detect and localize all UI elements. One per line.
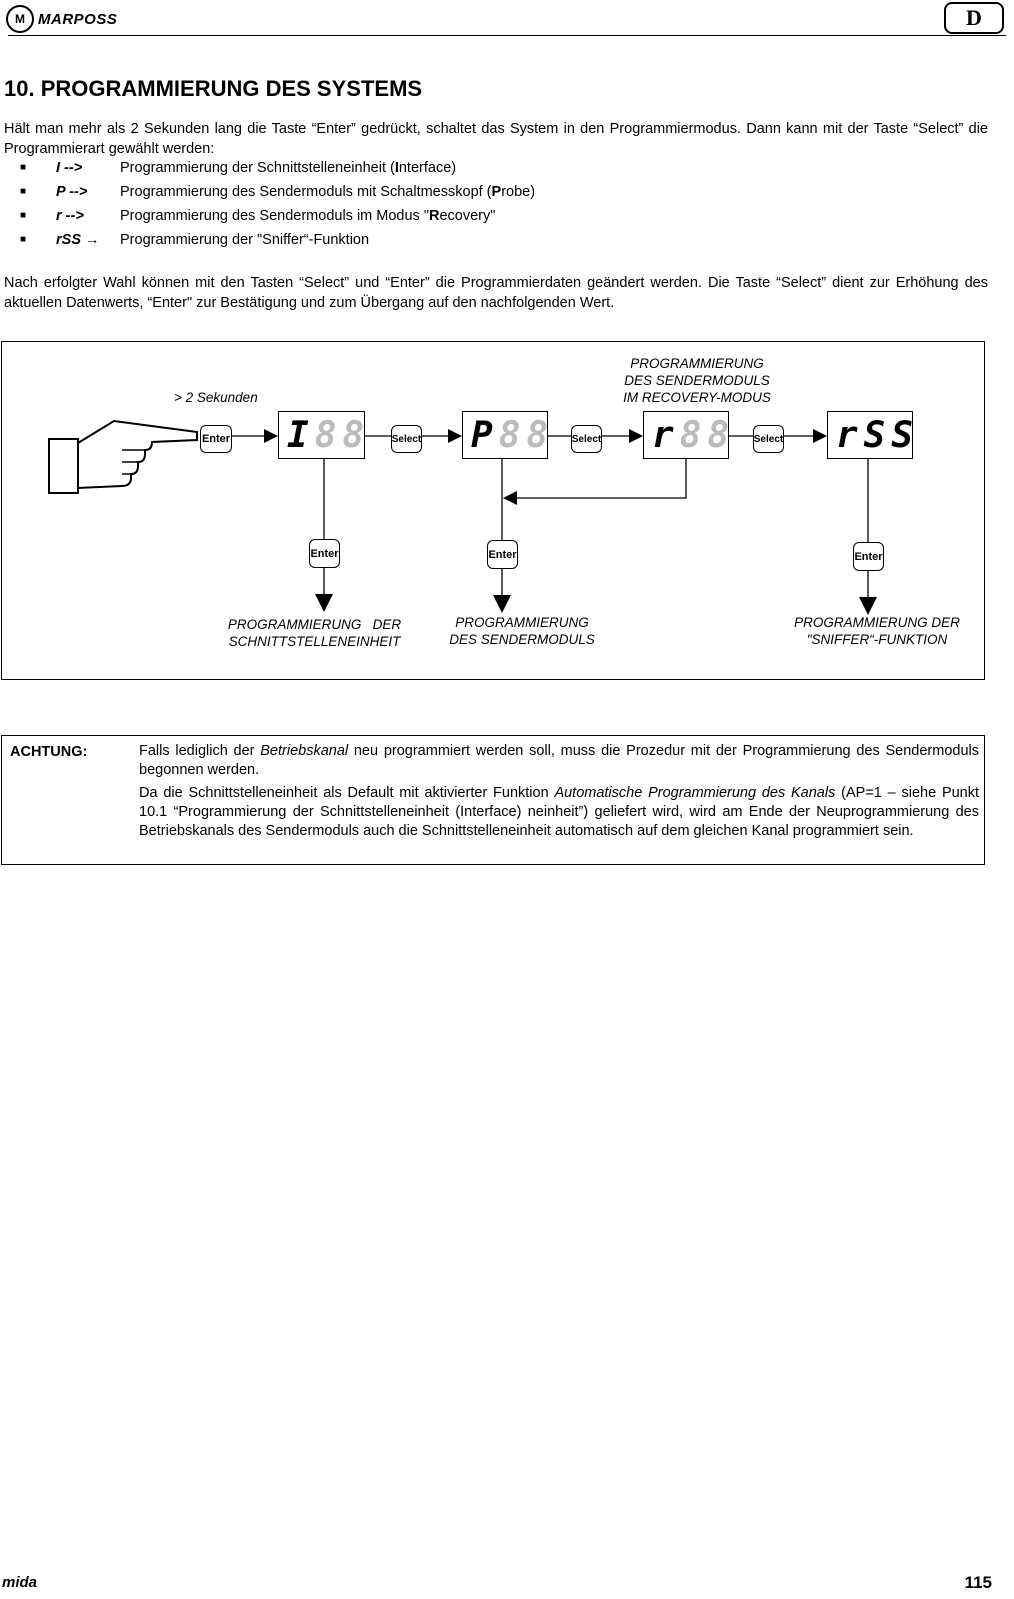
marposs-logo-text: MARPOSS	[38, 10, 118, 28]
bullet-icon: ■	[20, 186, 27, 197]
sniffer-programming-label: PROGRAMMIERUNG DER "SNIFFER“-FUNKTION	[794, 615, 960, 647]
marposs-logo-mark: M	[6, 5, 34, 33]
mode-key: P -->	[56, 184, 88, 200]
list-item: ■ r --> Programmierung des Sendermoduls …	[4, 206, 988, 230]
language-badge: D	[944, 2, 1004, 34]
list-item: ■ rSS → Programmierung der "Sniffer“-Fun…	[4, 230, 988, 254]
warning-label: ACHTUNG:	[10, 744, 88, 760]
select-button: Select	[753, 425, 784, 453]
mode-description: Programmierung der "Sniffer“-Funktion	[120, 232, 370, 248]
bullet-icon: ■	[20, 210, 27, 221]
pointing-hand-icon	[48, 419, 198, 494]
warning-box: ACHTUNG: Falls lediglich der Betriebskan…	[1, 735, 985, 865]
marposs-logo: M MARPOSS	[6, 4, 117, 34]
enter-button: Enter	[309, 539, 340, 568]
mode-description: Programmierung des Sendermoduls im Modus…	[120, 208, 496, 224]
page-number: 115	[964, 1573, 992, 1592]
bullet-icon: ■	[20, 162, 27, 173]
footer-product: mida	[2, 1574, 38, 1591]
mode-description: Programmierung der Schnittstelleneinheit…	[120, 160, 457, 176]
mode-key: rSS →	[56, 232, 100, 248]
bullet-icon: ■	[20, 234, 27, 245]
enter-button: Enter	[853, 542, 884, 571]
mode-key: I -->	[56, 160, 83, 176]
enter-button: Enter	[487, 540, 518, 569]
list-item: ■ P --> Programmierung des Sendermoduls …	[4, 182, 988, 206]
select-button: Select	[391, 425, 422, 453]
enter-button: Enter	[200, 425, 232, 453]
intro-paragraph: Hält man mehr als 2 Sekunden lang die Ta…	[4, 121, 988, 157]
warning-text: Falls lediglich der Betriebskanal neu pr…	[139, 743, 980, 839]
hold-duration-label: > 2 Sekunden	[174, 390, 258, 405]
arrowheads	[264, 429, 877, 615]
flow-connectors	[48, 419, 877, 615]
selection-paragraph: Nach erfolgter Wahl können mit den Taste…	[4, 275, 988, 311]
interface-programming-label: PROGRAMMIERUNG DER SCHNITTSTELLENEINHEIT	[227, 617, 402, 649]
mode-list: ■ I --> Programmierung der Schnittstelle…	[4, 158, 988, 254]
list-item: ■ I --> Programmierung der Schnittstelle…	[4, 158, 988, 182]
sender-programming-label: PROGRAMMIERUNG DES SENDERMODULS	[449, 615, 595, 647]
display-sniffer: rSS	[827, 411, 913, 459]
mode-key: r -->	[56, 208, 84, 224]
mode-description: Programmierung des Sendermoduls mit Scha…	[120, 184, 536, 200]
select-button: Select	[571, 425, 602, 453]
header-divider	[8, 35, 1006, 36]
section-title: 10. PROGRAMMIERUNG DES SYSTEMS	[4, 76, 423, 101]
recovery-mode-label: PROGRAMMIERUNG DES SENDERMODULS IM RECOV…	[623, 356, 771, 405]
